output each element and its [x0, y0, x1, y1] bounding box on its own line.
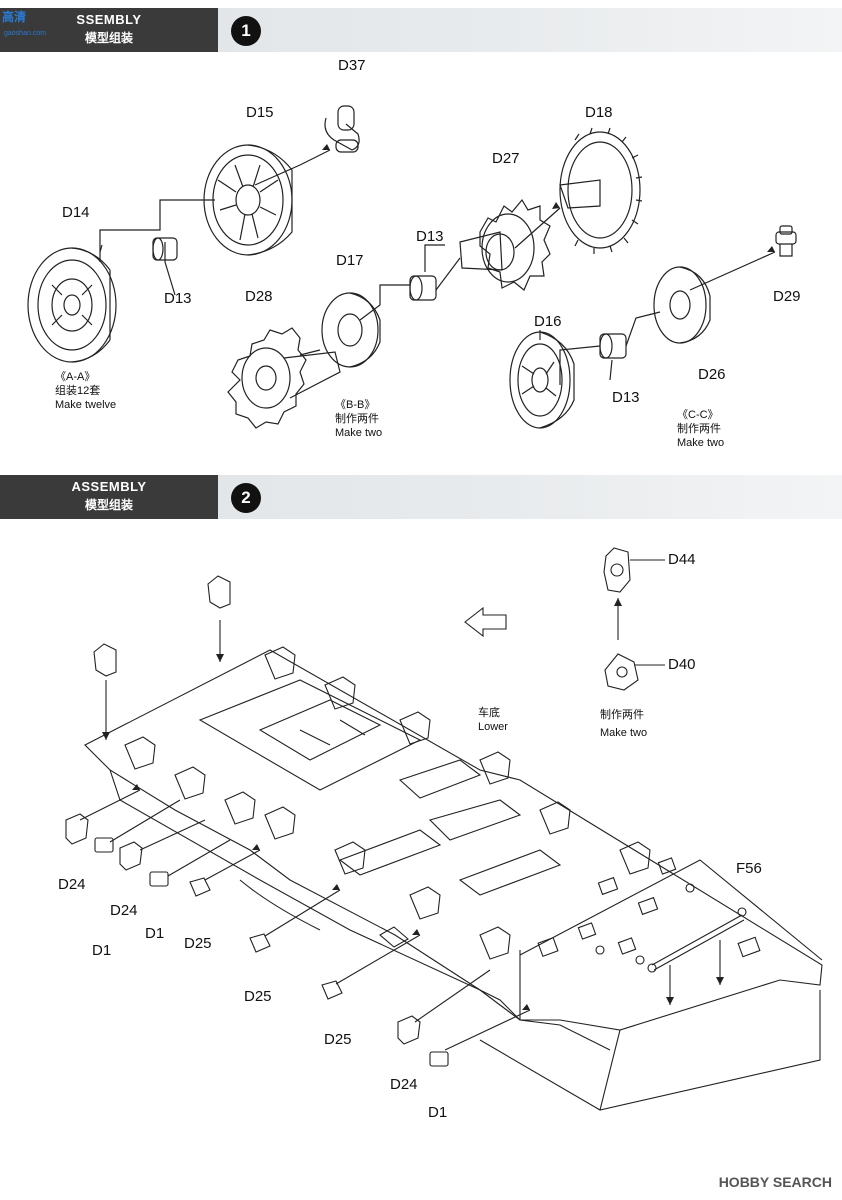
note-cn: 车底	[478, 707, 500, 719]
watermark: HOBBY SEARCH	[718, 1174, 832, 1190]
note-en: Make twelve	[55, 399, 117, 411]
bushing-icon	[599, 333, 627, 359]
bushing-icon	[409, 275, 437, 301]
header-band-step2: ASSEMBLY 模型组装	[0, 475, 842, 519]
note-en: Make two	[677, 437, 725, 449]
part-label-d18: D18	[585, 104, 613, 121]
part-label-d44: D44	[668, 551, 696, 568]
part-label-d16: D16	[534, 313, 562, 330]
part-label-d25: D25	[244, 988, 272, 1005]
idler-icon	[653, 266, 711, 344]
part-label-d24: D24	[58, 876, 86, 893]
header-title-block: ASSEMBLY 模型组装	[0, 475, 218, 519]
site-logo: 高清	[2, 10, 27, 24]
arrow-left-outline-icon	[464, 606, 507, 638]
part-label-d1: D1	[92, 942, 112, 959]
header-title-cn: 模型组装	[84, 498, 133, 512]
note-en: Lower	[478, 721, 508, 733]
note-lower: 车底 Lower	[478, 706, 508, 734]
suspension-arm-icon	[324, 105, 360, 153]
wheel-icon	[27, 247, 117, 363]
disc-icon	[321, 292, 381, 368]
note-en: Make two	[600, 727, 648, 739]
header-title-en: SSEMBLY	[76, 12, 142, 27]
header-band-step1: SSEMBLY 模型组装	[0, 8, 842, 52]
site-logo-sub: gaoshan.com	[4, 30, 47, 37]
part-label-d14: D14	[62, 204, 90, 221]
header-title-block: SSEMBLY 模型组装	[0, 8, 218, 52]
note-cn: 制作两件	[677, 423, 721, 435]
part-label-d1: D1	[428, 1104, 448, 1121]
note-title: 《C-C》	[677, 409, 719, 421]
part-label-d13: D13	[164, 290, 192, 307]
note-title: 《B-B》	[335, 399, 376, 411]
note-cc: 《C-C》 制作两件 Make two	[677, 408, 724, 450]
part-label-d26: D26	[698, 366, 726, 383]
part-label-d40: D40	[668, 656, 696, 673]
step-number-2: 2	[231, 483, 261, 513]
note-make-two: 制作两件 Make two	[600, 706, 647, 742]
part-label-d1: D1	[145, 925, 165, 942]
sprocket-icon	[459, 198, 551, 291]
sprocket-ring-icon	[559, 127, 643, 254]
wheel-icon	[509, 331, 575, 429]
part-label-d25: D25	[324, 1031, 352, 1048]
part-label-d29: D29	[773, 288, 801, 305]
pin-icon	[775, 225, 797, 257]
header-title-cn: 模型组装	[84, 31, 133, 45]
note-bb: 《B-B》 制作两件 Make two	[335, 398, 382, 440]
note-cn: 组装12套	[55, 385, 101, 397]
wheel-icon	[203, 144, 293, 256]
part-label-d15: D15	[246, 104, 274, 121]
step-number-1: 1	[231, 16, 261, 46]
note-aa: 《A-A》 组装12套 Make twelve	[55, 370, 116, 412]
note-cn: 制作两件	[600, 709, 644, 721]
part-label-f56: F56	[736, 860, 762, 877]
header-title-en: ASSEMBLY	[71, 479, 147, 494]
note-en: Make two	[335, 427, 383, 439]
part-label-d27: D27	[492, 150, 520, 167]
note-cn: 制作两件	[335, 413, 379, 425]
note-title: 《A-A》	[55, 371, 96, 383]
part-label-d13: D13	[612, 389, 640, 406]
sprocket-icon	[227, 327, 341, 429]
part-label-d25: D25	[184, 935, 212, 952]
part-label-d17: D17	[336, 252, 364, 269]
part-label-d24: D24	[390, 1076, 418, 1093]
part-label-d28: D28	[245, 288, 273, 305]
part-label-d24: D24	[110, 902, 138, 919]
part-label-d37: D37	[338, 57, 366, 74]
part-label-d13: D13	[416, 228, 444, 245]
hull-icon	[84, 646, 823, 1111]
